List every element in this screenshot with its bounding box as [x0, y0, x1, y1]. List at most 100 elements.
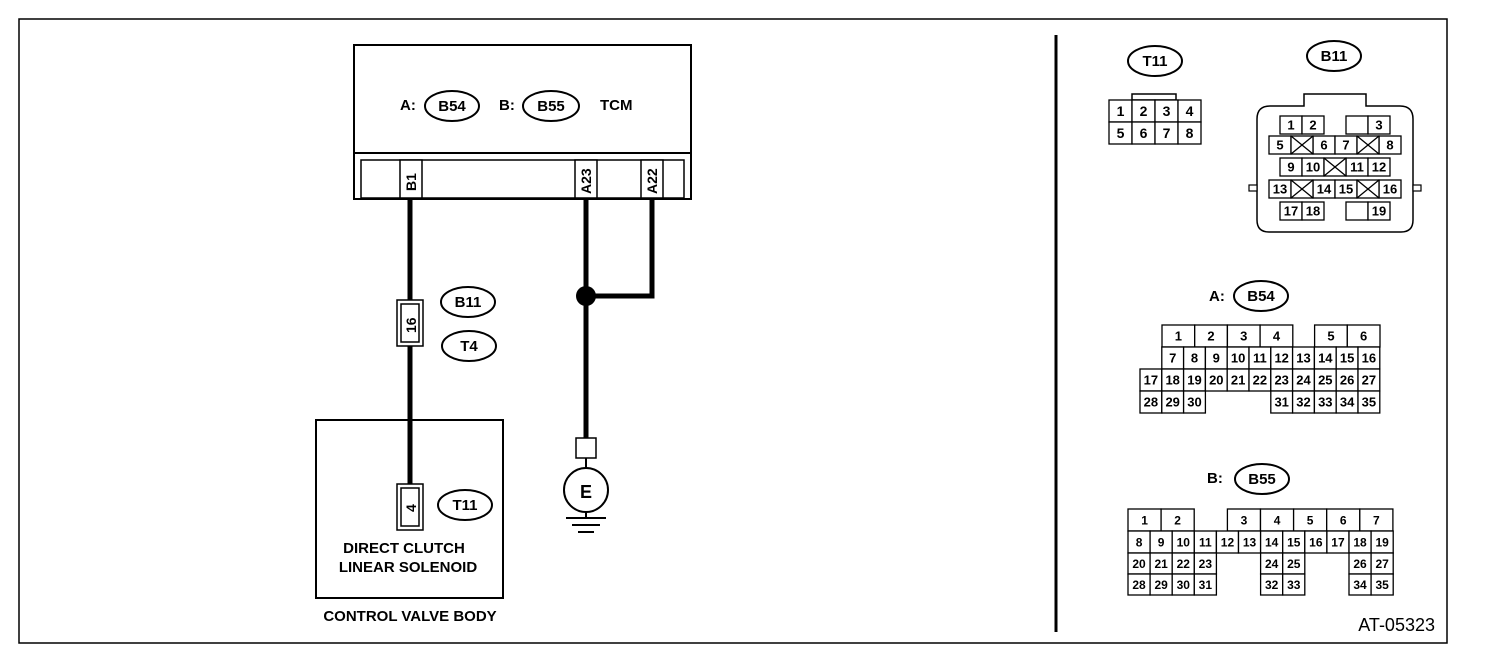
junction-conn1: B11: [455, 294, 482, 311]
connector_b54-pin-label: 19: [1187, 373, 1201, 388]
solenoid-line1: DIRECT CLUTCH: [343, 540, 465, 557]
connector_b55-pin-label: 16: [1309, 535, 1323, 549]
splice-junction: [576, 286, 596, 306]
connector_b11-pin-cell: [1345, 201, 1369, 221]
connector_b54-pin-cell: [1182, 390, 1207, 414]
connector_b54-pin-label: 22: [1253, 373, 1267, 388]
connector_t11-pin-label: 2: [1140, 103, 1148, 119]
ground-symbol: E: [563, 437, 609, 533]
connector_b11-pin-label: 11: [1350, 160, 1364, 175]
connector_b55-pin-label: 29: [1154, 578, 1168, 592]
diagram-frame: [18, 18, 1448, 644]
connector_b54-pin-label: 30: [1187, 395, 1201, 410]
connector_b55-pin-label: 13: [1243, 535, 1257, 549]
tcm-prefix-b: B:: [499, 97, 515, 114]
connector_b11-pin-label: 9: [1287, 160, 1294, 175]
connector_b11-pin-label: 3: [1375, 118, 1382, 133]
connector_b55-pin-label: 31: [1199, 578, 1213, 592]
ground-label: E: [580, 482, 592, 502]
connector-b54-prefix: A:: [1209, 288, 1225, 305]
connector_t11-pin-label: 5: [1117, 125, 1125, 141]
connector_b11-pin-label: 18: [1306, 204, 1320, 219]
connector_b54-pin-label: 26: [1340, 373, 1354, 388]
connector_t11-pin-label: 3: [1163, 103, 1171, 119]
connector_b55-pin-label: 8: [1136, 535, 1143, 549]
connector_b55-pin-label: 19: [1375, 535, 1389, 549]
connector_b11-pin-label: 2: [1309, 118, 1316, 133]
connector_b55-pin-label: 3: [1241, 513, 1248, 527]
connector_t11-pin-label: 4: [1186, 103, 1194, 119]
connector_b54-pin-label: 11: [1253, 351, 1267, 366]
connector_b11-pin-label: 6: [1320, 138, 1327, 153]
tcm-module: A: B54 B: B55 TCM B1 A23 A22: [353, 44, 692, 200]
connector_b54-pin-cell: [1357, 390, 1381, 414]
connector_b54-pin-label: 20: [1209, 373, 1223, 388]
connector_b54-pin-label: 10: [1231, 351, 1245, 366]
tcm-conn-b-tag: B55: [537, 98, 565, 115]
connector_b55-pin-label: 7: [1373, 513, 1380, 527]
connector_b54-pin-label: 28: [1144, 395, 1158, 410]
connector_b55-pin-label: 12: [1221, 535, 1235, 549]
connector_b55-pin-label: 34: [1353, 578, 1367, 592]
connector_b55-pin-label: 11: [1199, 535, 1212, 549]
connector_b54-pin-label: 25: [1318, 373, 1332, 388]
connector_b11-pin-label: 17: [1284, 204, 1298, 219]
connector_b11-pin-label: 13: [1273, 182, 1287, 197]
connector_t11-pin-cell: [1177, 121, 1202, 145]
connector_b11-pin-label: 15: [1339, 182, 1353, 197]
connector_b11-pin-label: 5: [1276, 138, 1283, 153]
connector-b55-tag: B55: [1248, 471, 1276, 488]
connector_b55-pin-cell: [1370, 573, 1394, 596]
connector_b11-pin-label: 12: [1372, 160, 1386, 175]
connector_b55-pin-cell: [1193, 573, 1218, 596]
connector_b11-pin-label: 7: [1342, 138, 1349, 153]
connector_b54-pin-label: 9: [1213, 351, 1220, 366]
connector_b54-pin-label: 8: [1191, 351, 1198, 366]
connector_b54-pin-label: 12: [1274, 351, 1288, 366]
connector_b55-pin-label: 27: [1375, 557, 1389, 571]
connector_b55-pin-label: 33: [1287, 578, 1301, 592]
connector_b54-pin-label: 16: [1362, 351, 1376, 366]
connector_t11-pin-label: 8: [1186, 125, 1194, 141]
solenoid-conn: T11: [452, 497, 477, 514]
connector_b11-pin-cell: [1367, 115, 1391, 135]
connector_t11-pin-label: 1: [1117, 103, 1125, 119]
connector_t11-pin-label: 6: [1140, 125, 1148, 141]
connector_b55-pin-label: 5: [1307, 513, 1314, 527]
connector_t11-pin-label: 7: [1163, 125, 1171, 141]
connector_b54-pin-label: 21: [1231, 373, 1245, 388]
connector_b54-pin-label: 14: [1318, 351, 1333, 366]
junction-pin: 16: [403, 317, 419, 333]
connector_b55-pin-label: 15: [1287, 535, 1301, 549]
connector_b54-pin-label: 5: [1327, 329, 1334, 344]
connector_b55-pin-label: 21: [1154, 557, 1168, 571]
connector_b54-pin-label: 6: [1360, 329, 1367, 344]
tcm-pin-a22: A22: [644, 168, 660, 194]
connector_b55-pin-label: 17: [1331, 535, 1345, 549]
connector_b55-pin-label: 22: [1177, 557, 1191, 571]
connector_b55-pin-label: 26: [1353, 557, 1367, 571]
connector-b11-tag: B11: [1321, 48, 1348, 65]
connector_b55-pin-label: 10: [1177, 535, 1191, 549]
connector_b55-pin-label: 23: [1199, 557, 1213, 571]
connector_b11-pin-label: 19: [1372, 204, 1386, 219]
valve-body-label: CONTROL VALVE BODY: [323, 608, 496, 625]
connector_b54-pin-label: 1: [1175, 329, 1182, 344]
connector_b11-pin-label: 10: [1306, 160, 1320, 175]
connector_b54-pin-label: 2: [1207, 329, 1214, 344]
connector_b54-pin-label: 13: [1296, 351, 1310, 366]
tcm-conn-a-oval: [424, 90, 480, 122]
connector_b54-pin-label: 4: [1273, 329, 1281, 344]
connector_b54-pin-label: 15: [1340, 351, 1354, 366]
connector_b54-pin-label: 29: [1165, 395, 1179, 410]
connector_b55-pin-label: 18: [1353, 535, 1367, 549]
connector_b54-pin-label: 34: [1340, 395, 1355, 410]
figure-id: AT-05323: [1358, 615, 1435, 635]
tcm-pin-a23: A23: [578, 168, 594, 194]
connector_b11-pin-cell: [1367, 157, 1391, 177]
solenoid-pin: 4: [403, 504, 419, 512]
tcm-pin-b1: B1: [403, 173, 419, 191]
